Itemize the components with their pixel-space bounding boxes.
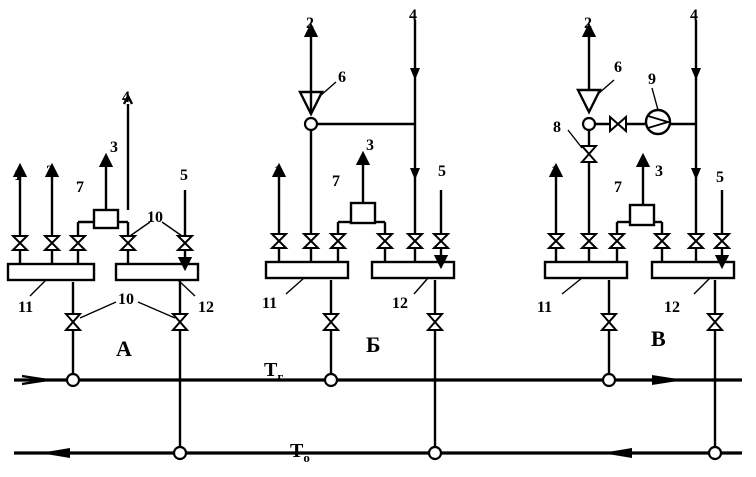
valve-icon	[301, 233, 321, 249]
valve-icon	[63, 313, 83, 331]
label-4: 4	[690, 7, 698, 24]
label-4: 4	[122, 89, 130, 106]
scheme-v: 1 2 4 6 9 8 7 3 5 11 12 В	[537, 7, 736, 461]
device-7	[92, 208, 120, 230]
valve-icon	[425, 313, 445, 331]
device-7	[349, 201, 377, 225]
valve-icon	[405, 233, 425, 249]
scheme-a: 1 2 7 3 4 5 10 10 11 12 А	[6, 89, 214, 461]
header-11	[264, 260, 350, 280]
valve-icon	[652, 233, 672, 249]
label-11: 11	[537, 299, 552, 316]
label-7: 7	[76, 179, 84, 196]
label-6: 6	[338, 69, 346, 86]
valve-icon	[68, 235, 88, 251]
label-1: 1	[274, 163, 282, 180]
label-7: 7	[332, 173, 340, 190]
valve-icon	[118, 235, 138, 251]
label-2: 2	[584, 15, 592, 32]
valve-icon	[705, 313, 725, 331]
label-12: 12	[664, 299, 680, 316]
valve-8-icon	[579, 145, 599, 163]
label-10: 10	[118, 291, 134, 308]
valve-icon	[609, 114, 627, 134]
scheme-b-letter: Б	[366, 332, 381, 357]
label-5: 5	[180, 167, 188, 184]
header-11	[543, 260, 629, 280]
label-12: 12	[198, 299, 214, 316]
header-12	[370, 260, 456, 280]
label-9: 9	[648, 71, 656, 88]
valve-icon	[579, 233, 599, 249]
label-11: 11	[262, 295, 277, 312]
label-6: 6	[614, 59, 622, 76]
supply-main-pipe	[14, 374, 742, 386]
valve-icon	[686, 233, 706, 249]
valve-icon	[10, 235, 30, 251]
label-11: 11	[18, 299, 33, 316]
valve-icon	[375, 233, 395, 249]
header-11	[6, 262, 96, 282]
scheme-a-letter: А	[116, 336, 132, 361]
valve-icon	[170, 313, 190, 331]
valve-icon	[431, 233, 451, 249]
label-5: 5	[716, 169, 724, 186]
scheme-v-letter: В	[651, 326, 666, 351]
label-3: 3	[366, 137, 374, 154]
label-3: 3	[655, 163, 663, 180]
scheme-b: 1 2 4 6 7 3 5 11 12 Б	[262, 7, 456, 461]
label-2: 2	[46, 163, 54, 180]
return-main-pipe	[14, 448, 742, 458]
valve-icon	[42, 235, 62, 251]
header-12	[114, 262, 200, 282]
label-8: 8	[553, 119, 561, 136]
valve-icon	[321, 313, 341, 331]
label-3: 3	[110, 139, 118, 156]
label-1: 1	[551, 163, 559, 180]
label-12: 12	[392, 295, 408, 312]
valve-icon	[175, 235, 195, 251]
device-7	[628, 203, 656, 227]
return-pipe-label: Tо	[290, 440, 310, 465]
valve-icon	[546, 233, 566, 249]
valve-icon	[607, 233, 627, 249]
valve-icon	[712, 233, 732, 249]
label-7: 7	[614, 179, 622, 196]
pump-6	[576, 88, 602, 115]
valve-icon	[328, 233, 348, 249]
header-12	[650, 260, 736, 280]
label-2: 2	[306, 15, 314, 32]
supply-pipe-label: Tг	[264, 359, 283, 384]
valve-icon	[599, 313, 619, 331]
label-1: 1	[14, 167, 22, 184]
label-10: 10	[147, 209, 163, 226]
label-4: 4	[409, 7, 417, 24]
valve-icon	[269, 233, 289, 249]
label-5: 5	[438, 163, 446, 180]
